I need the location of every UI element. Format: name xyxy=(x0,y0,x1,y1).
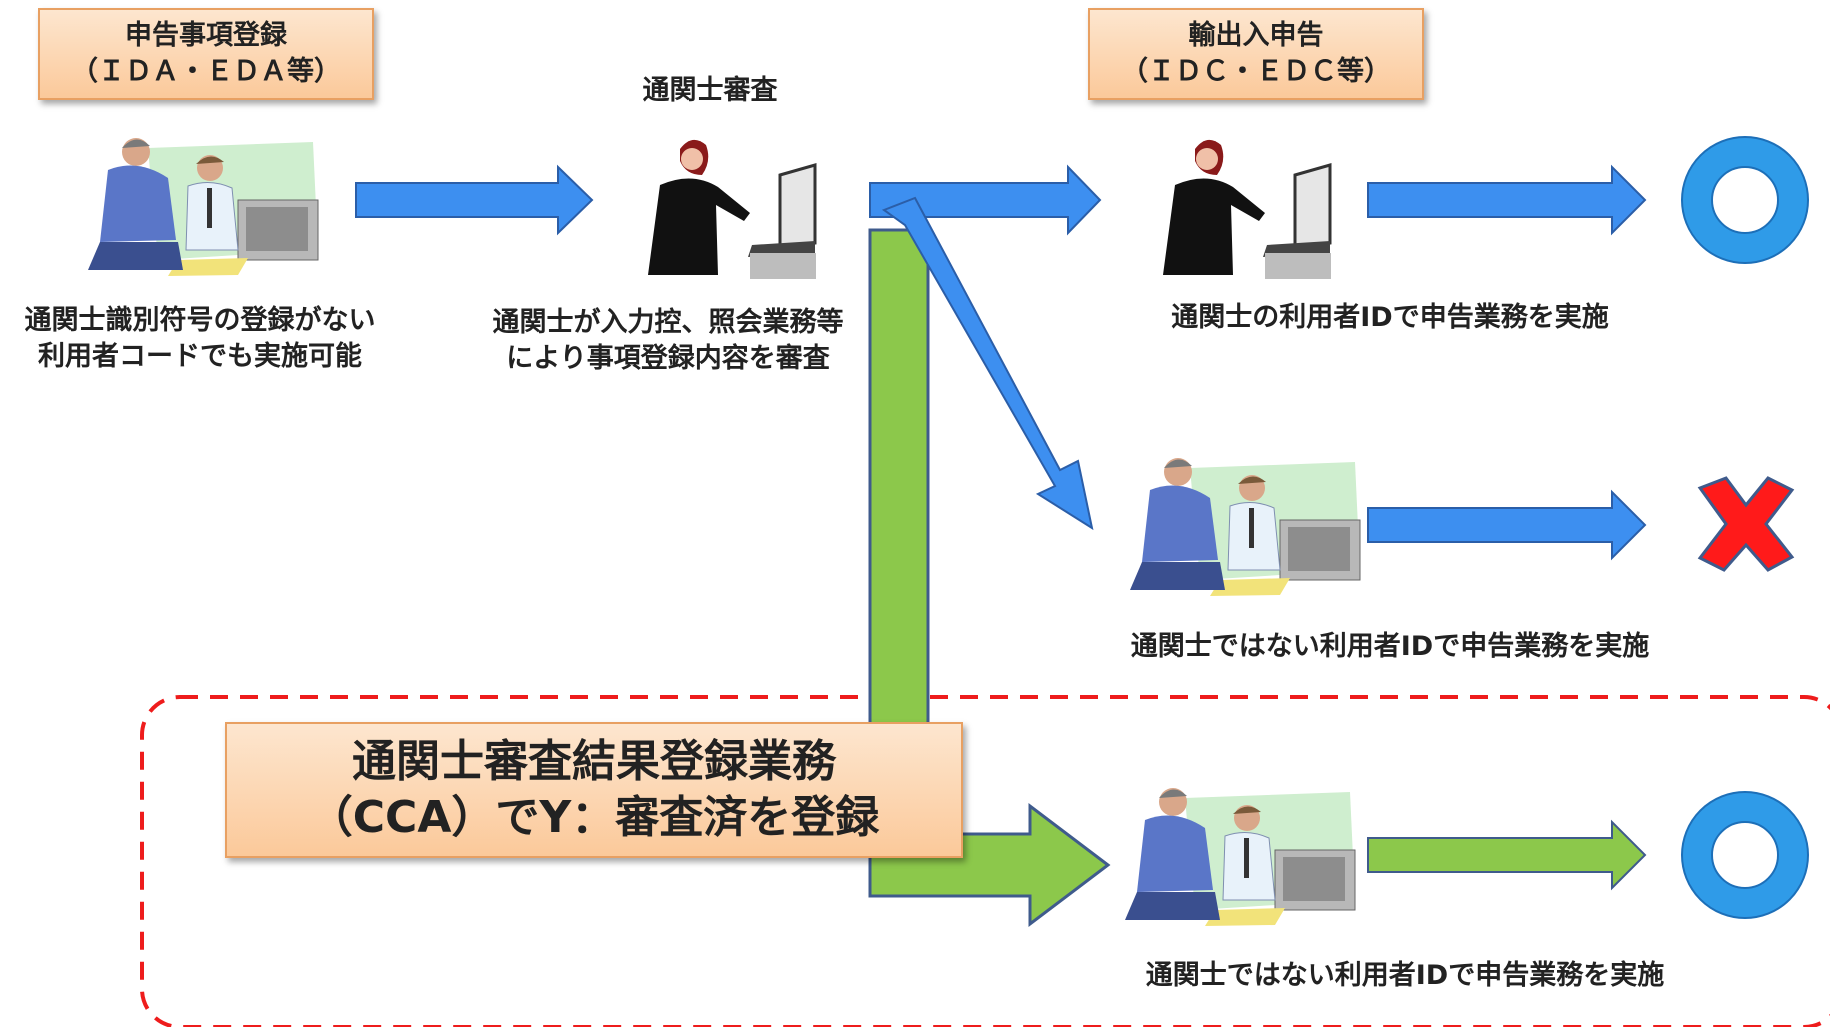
two-men-computer-icon xyxy=(88,138,319,276)
row2-ng-icon xyxy=(1697,476,1795,572)
left-description-line1: 通関士識別符号の登録がない xyxy=(24,305,376,336)
blue-diagonal-arrow xyxy=(881,196,1094,531)
left-description: 通関士識別符号の登録がない 利用者コードでも実施可能 xyxy=(0,303,400,375)
cca-box-title: 通関士審査結果登録業務 xyxy=(352,736,836,787)
declaration-box-title: 輸出入申告 xyxy=(1188,20,1324,51)
review-title: 通関士審査 xyxy=(642,75,778,106)
cca-box: 通関士審査結果登録業務 （CCA）でY：審査済を登録 xyxy=(225,722,963,858)
declaration-box-subtitle: （ＩＤＣ・ＥＤＣ等） xyxy=(1121,56,1391,87)
customs-broker-woman-declaration-icon xyxy=(1163,139,1332,279)
mid-description-line1: 通関士が入力控、照会業務等 xyxy=(492,307,844,338)
two-men-computer-row2-icon xyxy=(1130,458,1361,596)
registration-box: 申告事項登録 （ＩＤＡ・ＥＤＡ等） xyxy=(38,8,374,100)
blue-arrow-registration-to-review xyxy=(355,164,594,236)
row1-arrow xyxy=(1367,164,1647,236)
cca-box-subtitle: （CCA）でY：審査済を登録 xyxy=(308,792,880,843)
left-description-line2: 利用者コードでも実施可能 xyxy=(38,341,362,372)
row2-description: 通関士ではない利用者IDで申告業務を実施 xyxy=(1130,631,1650,662)
row3-arrow xyxy=(1367,819,1647,891)
two-men-computer-row3-icon xyxy=(1125,788,1356,926)
declaration-box: 輸出入申告 （ＩＤＣ・ＥＤＣ等） xyxy=(1088,8,1424,100)
registration-box-subtitle: （ＩＤＡ・ＥＤＡ等） xyxy=(71,56,341,87)
row3-description: 通関士ではない利用者IDで申告業務を実施 xyxy=(1145,960,1665,991)
row1-ok-icon xyxy=(1681,136,1809,264)
row1-description: 通関士の利用者IDで申告業務を実施 xyxy=(1171,302,1609,333)
row2-arrow xyxy=(1367,489,1647,561)
customs-broker-woman-icon xyxy=(648,139,817,279)
registration-box-title: 申告事項登録 xyxy=(125,20,287,51)
cca-highlight-region xyxy=(140,695,1830,1027)
row3-ok-icon xyxy=(1681,791,1809,919)
mid-description: 通関士が入力控、照会業務等 により事項登録内容を審査 xyxy=(458,305,878,377)
mid-description-line2: により事項登録内容を審査 xyxy=(506,343,830,374)
